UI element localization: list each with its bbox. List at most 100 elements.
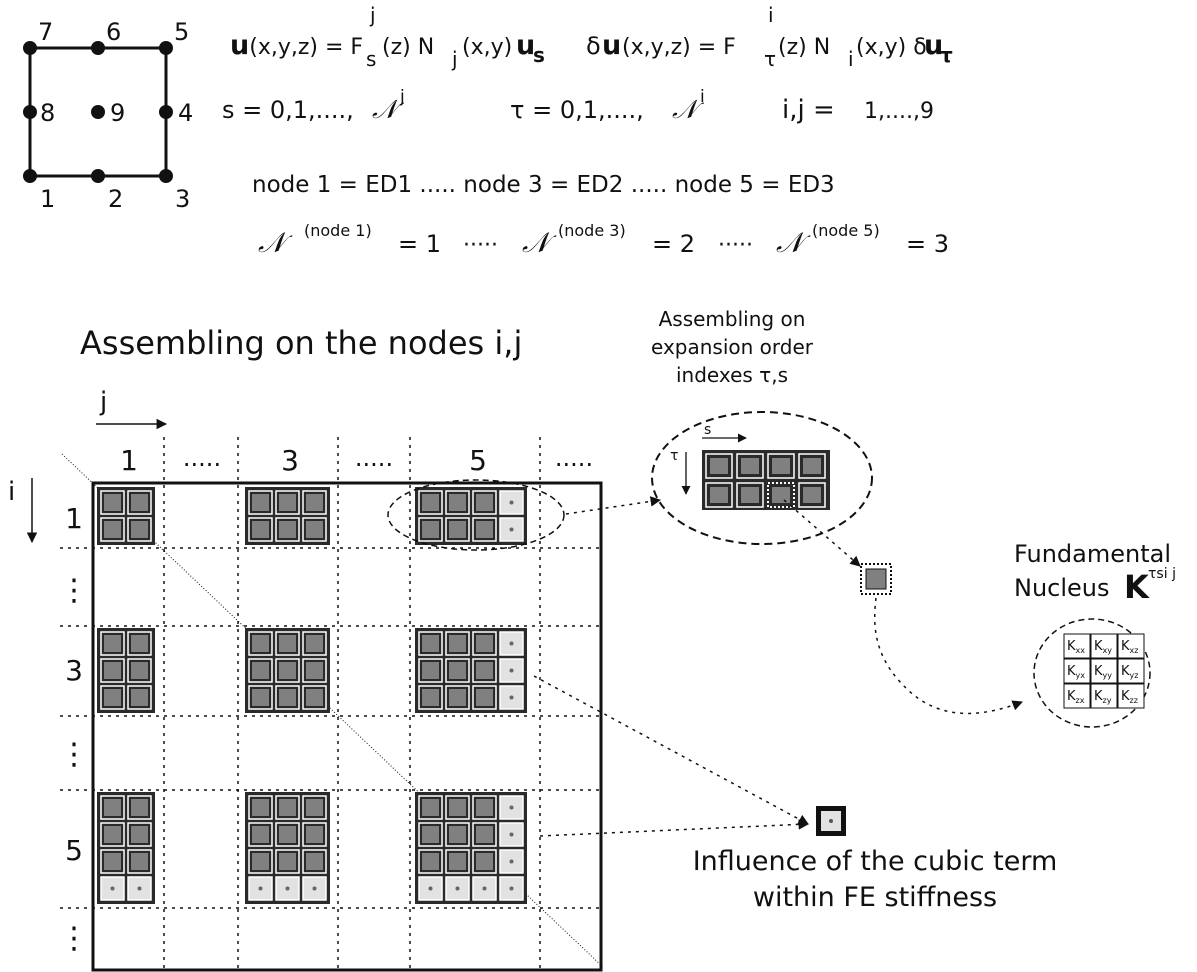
highlight-ellipse-1-5 <box>387 479 565 551</box>
u-F-arg: (z) N <box>382 35 434 60</box>
order-N-5: 𝒩 <box>776 226 811 259</box>
matrix-cell-inner <box>104 853 121 870</box>
arrow-nucleus-to-components <box>873 597 1023 715</box>
matrix-cell-inner <box>449 662 466 679</box>
k-cell-label-yy: Kyy <box>1094 664 1112 680</box>
matrix-cell-inner <box>476 826 493 843</box>
cubic-dot <box>509 668 514 673</box>
node-label-9: 9 <box>110 99 125 127</box>
cubic-dot <box>428 886 433 891</box>
matrix-cell-inner <box>131 826 148 843</box>
k-cell-yx <box>1063 658 1091 684</box>
node-label-6: 6 <box>106 18 121 46</box>
variation-args: (x,y,z) = F <box>622 35 736 60</box>
matrix-cell-inner <box>476 521 493 538</box>
block-1-1 <box>97 487 155 545</box>
expansion-cell-inner <box>772 458 790 474</box>
cubic-dot <box>509 886 514 891</box>
node-label-4: 4 <box>178 99 193 127</box>
j-axis-label: j <box>99 387 107 417</box>
cubic-dot <box>110 886 115 891</box>
nucleus-ellipse <box>1033 618 1151 728</box>
du-F-subscript: τ <box>764 47 776 71</box>
col-label-dots-3: ..... <box>555 444 593 472</box>
matrix-cell-inner <box>306 494 323 511</box>
cubic-caption-line-1: Influence of the cubic term <box>693 846 1058 877</box>
arrow-block-to-expansion <box>565 496 662 515</box>
order-1-value: = 1 <box>398 230 441 258</box>
block-1-5 <box>415 487 527 545</box>
matrix-cell-inner <box>279 521 296 538</box>
variation-delta: δ <box>586 32 601 60</box>
matrix-cell-inner <box>449 853 466 870</box>
k-cell-zz <box>1117 683 1145 709</box>
matrix-cell-inner <box>104 635 121 652</box>
element-sketch: 1 2 3 4 5 6 7 8 9 <box>23 18 193 213</box>
expansion-cell-inner <box>803 458 821 474</box>
matrix-cell-inner <box>449 494 466 511</box>
order-N-1: 𝒩 <box>258 226 293 259</box>
block-3-1 <box>97 628 155 713</box>
expansion-cell-inner <box>710 458 728 474</box>
du-F-arg: (z) N <box>778 35 830 60</box>
matrix-cell-inner <box>104 799 121 816</box>
du-tau-subscript: τ <box>940 43 953 67</box>
node-label-7: 7 <box>38 18 53 46</box>
matrix-cell-inner <box>279 799 296 816</box>
cubic-dot <box>509 832 514 837</box>
order-3-sup: (node 3) <box>558 221 626 240</box>
matrix-cell-inner <box>131 662 148 679</box>
ij-label: i,j = <box>782 95 835 125</box>
cubic-cell-dot <box>829 819 833 823</box>
node-6-dot <box>91 41 105 55</box>
nucleus-K-sup: τsi j <box>1148 566 1176 582</box>
cubic-dot <box>258 886 263 891</box>
k-cell-xz <box>1117 633 1145 659</box>
row-label-1: 1 <box>65 502 83 535</box>
matrix-cell-inner <box>279 689 296 706</box>
u-s-symbol: u <box>516 30 535 61</box>
node-label-3: 3 <box>175 185 190 213</box>
k-cell-label-xy: Kxy <box>1094 639 1112 655</box>
k-cell-xx <box>1063 633 1091 659</box>
k-cell-yy <box>1090 658 1118 684</box>
node-equivalent-map: node 1 = ED1 ..... node 3 = ED2 ..... no… <box>252 172 835 198</box>
u-N-arg: (x,y) <box>462 35 512 60</box>
s-range-sup: j <box>399 87 405 107</box>
order-5-sup: (node 5) <box>812 221 880 240</box>
block-3-5 <box>415 628 527 713</box>
expansion-cell-inner <box>741 458 759 474</box>
cubic-term-legend: Influence of the cubic term within FE st… <box>693 806 1058 913</box>
row-label-5: 5 <box>65 834 83 867</box>
matrix-blocks <box>97 487 527 904</box>
matrix-cell-inner <box>252 689 269 706</box>
matrix-cell-inner <box>104 521 121 538</box>
matrix-border <box>91 481 603 972</box>
matrix-cell-inner <box>422 689 439 706</box>
node-1-dot <box>23 169 37 183</box>
k-cell-label-yz: Kyz <box>1121 664 1138 680</box>
matrix-cell-inner <box>131 853 148 870</box>
cubic-dot <box>509 859 514 864</box>
matrix-cell-inner <box>279 826 296 843</box>
arrow-cell-to-nucleus <box>783 499 861 567</box>
matrix-cell-inner <box>476 853 493 870</box>
k-cell-zx <box>1063 683 1091 709</box>
node-2-dot <box>91 169 105 183</box>
tau-axis-label: τ <box>670 448 678 464</box>
k-cell-label-xz: Kxz <box>1121 639 1138 655</box>
row-label-dots-3: ⋮ <box>59 921 89 956</box>
matrix-cell-inner <box>279 635 296 652</box>
matrix-cell-inner <box>131 521 148 538</box>
block-1-3 <box>245 487 330 545</box>
matrix-cell-inner <box>306 799 323 816</box>
cubic-dot <box>137 886 142 891</box>
expansion-cell-inner <box>803 487 821 503</box>
matrix-cell-inner <box>476 662 493 679</box>
matrix-cell-inner <box>422 853 439 870</box>
matrix-cell-inner <box>279 662 296 679</box>
node-7-dot <box>23 41 37 55</box>
col-label-3: 3 <box>281 444 299 477</box>
